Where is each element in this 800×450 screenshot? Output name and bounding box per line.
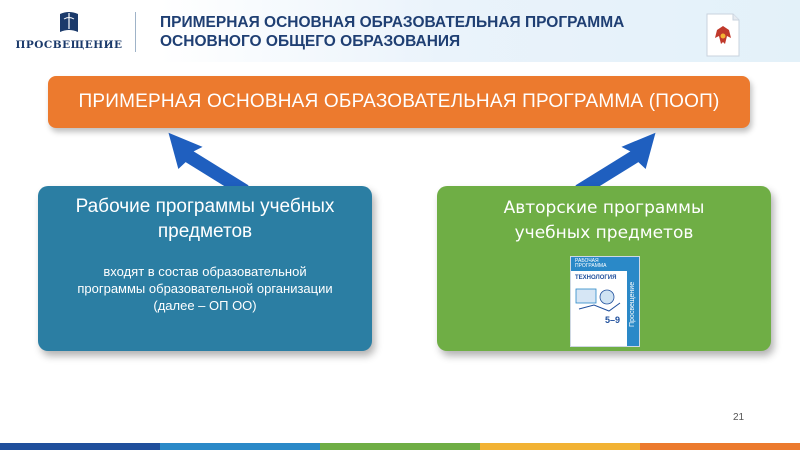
book-top-band: РАБОЧАЯ ПРОГРАММА: [571, 257, 639, 271]
author-programs-heading-line-2: учебных предметов: [514, 223, 694, 243]
author-programs-heading: Авторские программы учебных предметов: [437, 196, 771, 246]
arrow-down-left-icon: [168, 132, 249, 192]
work-programs-heading-line-2: предметов: [157, 221, 253, 242]
page-title: ПРИМЕРНАЯ ОСНОВНАЯ ОБРАЗОВАТЕЛЬНАЯ ПРОГР…: [160, 13, 680, 51]
textbook-cover-image: РАБОЧАЯ ПРОГРАММА ТЕХНОЛОГИЯ 5–9 Просвещ…: [570, 256, 640, 347]
prosveshchenie-logo: ПРОСВЕЩЕНИЕ: [14, 10, 124, 54]
page-number: 21: [733, 412, 745, 423]
book-top-text: РАБОЧАЯ ПРОГРАММА: [575, 258, 607, 269]
slide-header: ПРОСВЕЩЕНИЕ ПРИМЕРНАЯ ОСНОВНАЯ ОБРАЗОВАТ…: [0, 0, 800, 62]
author-programs-box: Авторские программы учебных предметов РА…: [437, 186, 771, 351]
stripe-segment: [320, 443, 480, 450]
work-programs-heading: Рабочие программы учебных предметов: [38, 194, 372, 244]
description-line-3: (далее – ОП ОО): [153, 298, 257, 313]
stripe-segment: [160, 443, 320, 450]
stripe-segment: [480, 443, 640, 450]
book-grade: 5–9: [605, 315, 621, 325]
work-programs-description: входят в состав образовательной программ…: [38, 263, 372, 314]
description-line-1: входят в состав образовательной: [103, 264, 307, 279]
russian-coat-of-arms-icon: [706, 13, 740, 57]
banner-label: ПРИМЕРНАЯ ОСНОВНАЯ ОБРАЗОВАТЕЛЬНАЯ ПРОГР…: [78, 91, 720, 112]
header-divider: [135, 12, 136, 52]
book-spine-text: Просвещение: [629, 281, 636, 327]
title-line-2: ОСНОВНОГО ОБЩЕГО ОБРАЗОВАНИЯ: [160, 33, 461, 50]
bottom-color-stripe: [0, 443, 800, 450]
description-line-2: программы образовательной организации: [77, 281, 333, 296]
arrow-down-right-icon: [575, 132, 656, 192]
book-spine: Просвещение: [627, 257, 639, 346]
stripe-segment: [640, 443, 800, 450]
work-programs-box: Рабочие программы учебных предметов вход…: [38, 186, 372, 351]
author-programs-heading-line-1: Авторские программы: [503, 198, 705, 218]
logo-book-icon: [60, 12, 78, 32]
poop-banner: ПРИМЕРНАЯ ОСНОВНАЯ ОБРАЗОВАТЕЛЬНАЯ ПРОГР…: [48, 76, 750, 128]
work-programs-heading-line-1: Рабочие программы учебных: [75, 196, 335, 217]
book-illustration-icon: [575, 288, 621, 312]
stripe-segment: [0, 443, 160, 450]
title-line-1: ПРИМЕРНАЯ ОСНОВНАЯ ОБРАЗОВАТЕЛЬНАЯ ПРОГР…: [160, 14, 625, 31]
book-title: ТЕХНОЛОГИЯ: [575, 275, 617, 281]
logo-text: ПРОСВЕЩЕНИЕ: [15, 39, 123, 51]
